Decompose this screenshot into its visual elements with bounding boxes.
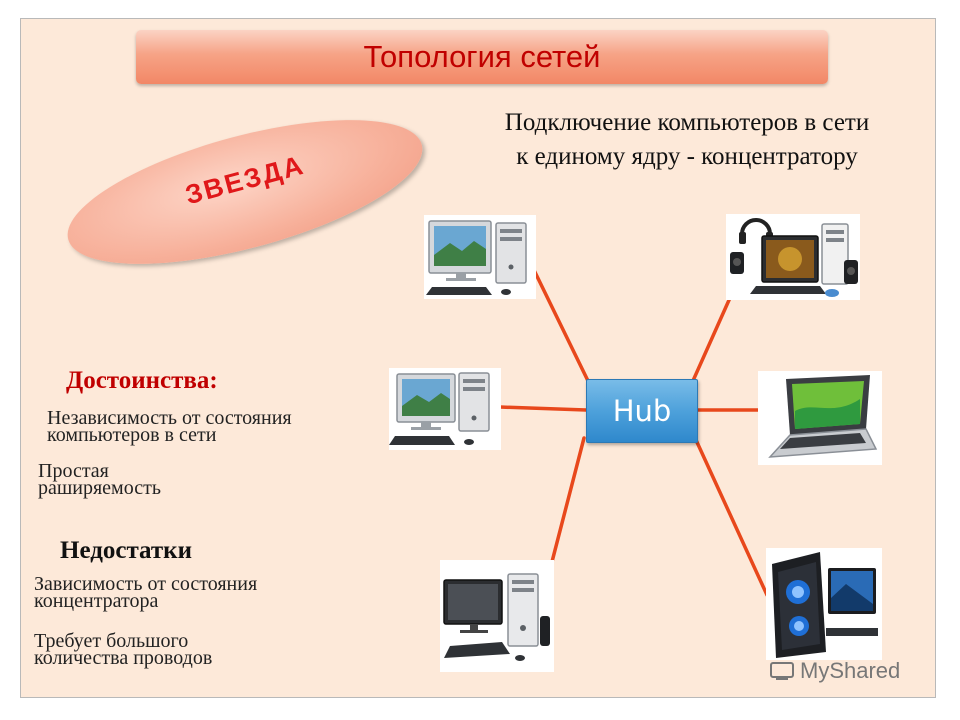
watermark-text: MyShared (800, 658, 901, 683)
disadvantage-item-1-line-1: Зависимость от состояния (34, 573, 258, 595)
link-bottom-right (694, 438, 769, 597)
link-left (498, 405, 588, 412)
desktop-computer-icon (424, 215, 536, 299)
disadvantage-item-2-line-2: количества проводов (34, 647, 213, 669)
subtitle-line-1: Подключение компьютеров в сети (504, 109, 870, 136)
advantage-item-1-line-2: компьютеров в сети (47, 424, 217, 446)
multimedia-computer-icon (726, 214, 860, 300)
advantage-item-1-line-1: Независимость от состояния (47, 407, 292, 429)
desktop-computer-icon (440, 560, 554, 672)
myshared-logo-icon (770, 662, 794, 680)
watermark: MyShared (770, 658, 900, 684)
disadvantage-item-2-line-1: Требует большого (34, 630, 189, 652)
advantage-item-2-line-2: раширяемость (38, 477, 161, 499)
page-title: Топология сетей (363, 39, 601, 74)
advantage-item-1: Независимость от состояния компьютеров в… (47, 407, 292, 446)
advantages-heading: Достоинства: (66, 367, 218, 394)
laptop-icon (758, 371, 882, 465)
disadvantages-heading: Недостатки (60, 537, 192, 564)
disadvantage-item-2: Требует большого количества проводов (34, 630, 213, 669)
hub-node: Hub (586, 379, 698, 443)
disadvantage-item-1: Зависимость от состояния концентратора (34, 573, 258, 612)
subtitle: Подключение компьютеров в сети к единому… (442, 106, 932, 174)
title-bar: Топология сетей (136, 30, 828, 84)
advantage-item-2: Простая раширяемость (38, 460, 161, 499)
gaming-tower-icon (766, 548, 882, 660)
subtitle-line-2: к единому ядру - концентратору (516, 143, 858, 170)
disadvantage-item-1-line-2: концентратора (34, 590, 159, 612)
hub-label: Hub (612, 394, 672, 428)
advantage-item-2-line-1: Простая (38, 460, 109, 482)
desktop-computer-icon (389, 368, 501, 450)
link-top-left (530, 264, 592, 387)
